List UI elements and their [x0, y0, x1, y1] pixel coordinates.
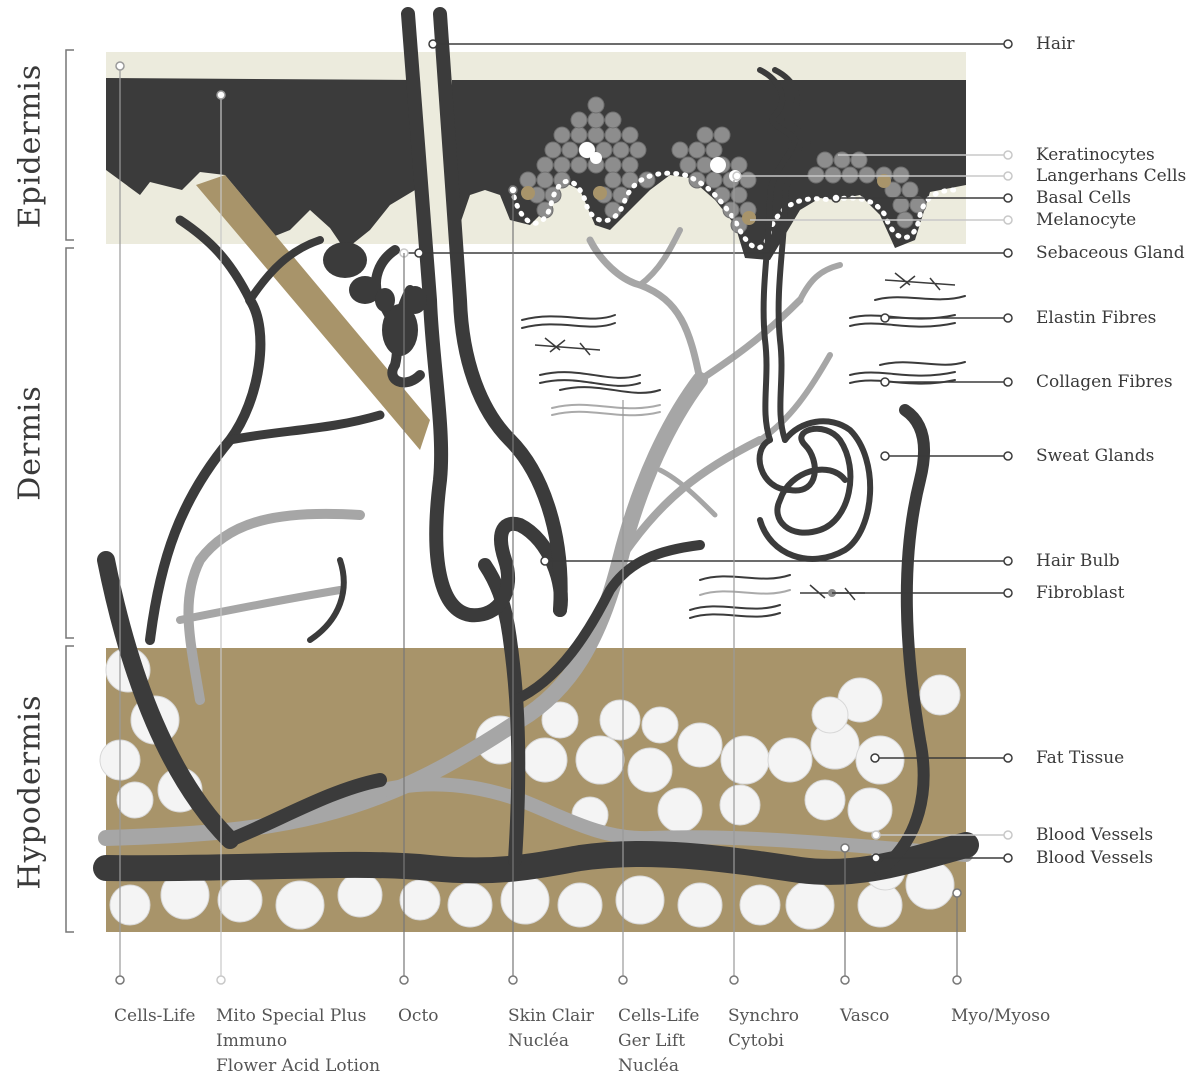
label-keratinocytes: Keratinocytes [1036, 145, 1155, 165]
product-line: Immuno [216, 1029, 380, 1054]
product-octo: Octo [398, 1004, 439, 1029]
product-line: Myo/Myoso [951, 1004, 1050, 1029]
product-skin-clair: Skin Clair Nucléa [508, 1004, 594, 1054]
epidermis-label: Epidermis [13, 64, 48, 228]
label-blood-vessels-light: Blood Vessels [1036, 825, 1153, 845]
product-line: Nucléa [508, 1029, 594, 1054]
label-melanocyte: Melanocyte [1036, 210, 1136, 230]
product-line: Mito Special Plus [216, 1004, 380, 1029]
product-myo-myoso: Myo/Myoso [951, 1004, 1050, 1029]
label-elastin-fibres: Elastin Fibres [1036, 308, 1156, 328]
dermis-background [106, 240, 966, 648]
layer-brackets [66, 50, 74, 932]
product-line: Synchro [728, 1004, 799, 1029]
label-hair-bulb: Hair Bulb [1036, 551, 1120, 571]
product-line: Octo [398, 1004, 439, 1029]
dermis-label: Dermis [13, 385, 48, 501]
product-line: Ger Lift [618, 1029, 700, 1054]
product-line: Cells-Life [618, 1004, 700, 1029]
label-sebaceous-gland: Sebaceous Gland [1036, 243, 1185, 263]
label-langerhans-cells: Langerhans Cells [1036, 166, 1186, 186]
label-collagen-fibres: Collagen Fibres [1036, 372, 1173, 392]
label-sweat-glands: Sweat Glands [1036, 446, 1154, 466]
label-hair: Hair [1036, 34, 1075, 54]
label-blood-vessels-dark: Blood Vessels [1036, 848, 1153, 868]
product-cells-life: Cells-Life [114, 1004, 196, 1029]
product-line: Cytobi [728, 1029, 799, 1054]
product-vasco: Vasco [840, 1004, 889, 1029]
label-fibroblast: Fibroblast [1036, 583, 1125, 603]
product-line: Nucléa [618, 1054, 700, 1079]
product-mito-special-plus: Mito Special Plus Immuno Flower Acid Lot… [216, 1004, 380, 1079]
product-line: Flower Acid Lotion [216, 1054, 380, 1079]
product-line: Skin Clair [508, 1004, 594, 1029]
label-fat-tissue: Fat Tissue [1036, 748, 1124, 768]
product-cells-life-ger-lift: Cells-Life Ger Lift Nucléa [618, 1004, 700, 1079]
product-synchro: Synchro Cytobi [728, 1004, 799, 1054]
product-line: Cells-Life [114, 1004, 196, 1029]
label-basal-cells: Basal Cells [1036, 188, 1131, 208]
hypodermis-label: Hypodermis [13, 694, 48, 889]
product-line: Vasco [840, 1004, 889, 1029]
